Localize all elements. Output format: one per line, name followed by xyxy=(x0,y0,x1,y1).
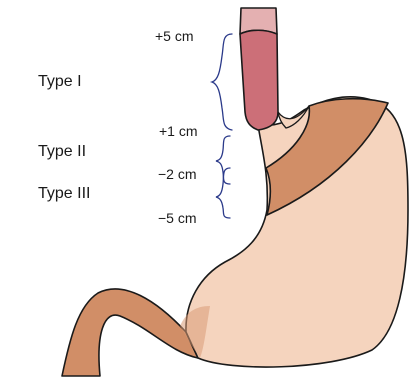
brace-type-3 xyxy=(216,168,230,218)
label-plus-5-cm: +5 cm xyxy=(155,29,194,43)
label-plus-1-cm: +1 cm xyxy=(159,124,198,138)
label-minus-2-cm: −2 cm xyxy=(158,167,197,181)
esophagus-lower xyxy=(240,30,278,130)
label-type-3: Type III xyxy=(38,186,90,202)
duodenum xyxy=(62,289,198,376)
label-minus-5-cm: −5 cm xyxy=(158,211,197,225)
brace-type-1 xyxy=(212,34,232,130)
label-type-2: Type II xyxy=(38,144,86,160)
stomach-body xyxy=(186,97,408,367)
label-type-1: Type I xyxy=(38,74,82,90)
